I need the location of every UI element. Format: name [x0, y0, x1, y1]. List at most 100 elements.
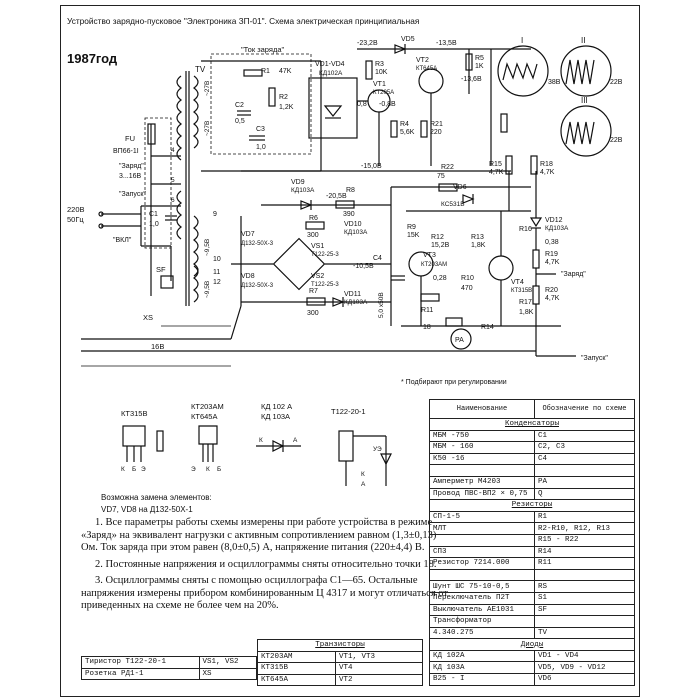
pkg-kt315-pin-k: К	[121, 466, 125, 473]
parts-name-cell: КД 103А	[429, 661, 535, 675]
transistor-table-title: Транзисторы	[257, 639, 423, 652]
parts-name-cell: СП3	[429, 545, 535, 559]
parts-ref-cell: VD6	[534, 673, 635, 686]
r4-label: R4	[400, 121, 409, 128]
mains-freq-label: 50Гц	[67, 215, 84, 224]
zapusk-switch-label: "Запуск"	[119, 191, 146, 198]
r6-label: R6	[309, 215, 318, 222]
parts-ref-cell	[534, 464, 635, 477]
svg-text:~27В: ~27В	[204, 81, 211, 96]
vt4-type-label: КТ315В	[511, 288, 532, 294]
oscillogram-iii: III 22В	[560, 96, 623, 157]
r1-label: R1	[261, 68, 270, 75]
svg-text:6: 6	[171, 197, 175, 204]
zaryad-switch-label: "Заряд"	[119, 163, 144, 170]
parts-row	[429, 568, 635, 582]
small-parts-ref-cell: VS1, VS2	[198, 656, 258, 669]
power-bridge-section: VD7 Д132-50Х-3 VD8 Д132-50Х-3 VS1 Т122-2…	[231, 216, 391, 317]
zaryad-right-label: "Заряд"	[561, 271, 586, 278]
r2-value: 1,2K	[279, 104, 294, 111]
vs2-type-label: Т122-25-3	[311, 282, 339, 288]
r6-value: 300	[307, 232, 319, 239]
package-kd102-kd103: КД 102 А КД 103А К А	[256, 402, 301, 452]
parts-ref-cell	[534, 615, 635, 628]
parts-name-cell: Трансформатор	[429, 615, 535, 628]
vd5-label: VD5	[401, 36, 415, 43]
r5-label: R5	[475, 55, 484, 62]
vd9-type-label: КД103А	[291, 187, 315, 194]
c2-label: C2	[235, 102, 244, 109]
parts-name-cell	[429, 568, 535, 582]
control-section: C4 5,0 х50В R9 15K R12 15,2В R13 1,8K VT…	[373, 210, 561, 350]
parts-name-cell	[429, 533, 535, 547]
svg-text:4: 4	[171, 147, 175, 154]
pkg-t122-label: Т122-20-1	[331, 407, 366, 416]
vd8-type-label: Д132-50Х-3	[241, 283, 274, 289]
r3-value: 10K	[375, 69, 388, 76]
document-sheet: Устройство зарядно-пусковое "Электроника…	[60, 5, 640, 697]
r7-value: 300	[307, 310, 319, 317]
pkg-kd2-label: КД 103А	[261, 412, 290, 421]
r12-label: R12	[431, 234, 444, 241]
r15-label: R15	[489, 161, 502, 168]
r10-value: 470	[461, 285, 473, 292]
fu-type-label: ВП66-1I	[113, 148, 139, 155]
osc-iii-label: III	[581, 96, 588, 105]
v-028-label: 0,28	[433, 275, 447, 282]
r15-value: 4,7K	[489, 169, 504, 176]
vd7-type-label: Д132-50Х-3	[241, 241, 274, 247]
vs1-label: VS1	[311, 243, 324, 250]
replace-note-1: Возможна замена элементов:	[101, 493, 212, 502]
r4-value: 5,6K	[400, 129, 415, 136]
c3-label: C3	[256, 126, 265, 133]
v-232-label: -23,2В	[357, 40, 378, 47]
r21-label: R21	[430, 121, 443, 128]
r16-label: R16	[519, 226, 532, 233]
r22-value: 75	[437, 173, 445, 180]
fu-label: FU	[125, 134, 135, 143]
vd11-label: VD11	[344, 291, 361, 298]
vt2-type-label: КТ645А	[416, 66, 437, 72]
parts-row: Трансформатор	[429, 615, 635, 628]
r19-label: R19	[545, 251, 558, 258]
parts-name-cell	[429, 464, 535, 477]
transistor-name-cell: КТ315В	[257, 662, 336, 675]
parts-name-cell: Амперметр М4203	[429, 475, 535, 489]
r5-value: 1K	[475, 63, 484, 70]
pkg-kt315-label: КТ315В	[121, 409, 147, 418]
parts-ref-cell: Q	[534, 487, 635, 501]
parts-name-cell: СП-1-5	[429, 510, 535, 524]
v16-label: 16В	[151, 342, 164, 351]
parts-name-cell: Переключатель П2Т	[429, 591, 535, 605]
c4-value: 5,0 х50В	[378, 292, 385, 318]
parts-name-cell: 4.340.275	[429, 626, 535, 640]
r11-label: R11	[421, 307, 433, 314]
c1-value: 1,0	[149, 221, 159, 228]
pkg-kd-label: КД 102 А	[261, 402, 292, 411]
vkl-label: "ВКЛ"	[113, 237, 132, 244]
parts-name-cell: МЛТ	[429, 522, 535, 535]
r3-label: R3	[375, 61, 384, 68]
year-label: 1987год	[67, 51, 118, 66]
svg-text:12: 12	[213, 279, 221, 286]
osc-ii-label: II	[581, 36, 585, 45]
svg-text:9: 9	[213, 211, 217, 218]
v-136-label: -13,6В	[461, 76, 482, 83]
parts-section-title: Диоды	[429, 638, 635, 651]
parts-name-cell: КД 102А	[429, 649, 535, 663]
tv-label: TV	[195, 65, 206, 74]
parts-name-cell: Шунт ШС 75-10-0,5	[429, 580, 535, 593]
r7-label: R7	[309, 288, 318, 295]
vd12-type-label: КД103А	[545, 225, 569, 232]
